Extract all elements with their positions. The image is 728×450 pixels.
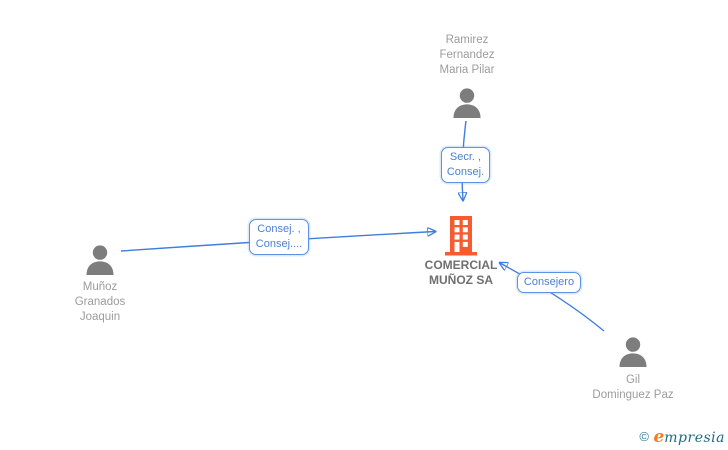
person-node-gil-name[interactable]: Gil Dominguez Paz [563, 373, 703, 403]
person-name-line: Muñoz [82, 281, 118, 293]
edge-label-secr-consej[interactable]: Secr. , Consej. [441, 147, 490, 183]
person-name-line: Fernandez [439, 49, 495, 61]
edge-label-consej-consej[interactable]: Consej. , Consej.... [249, 219, 309, 255]
copyright-icon: © [639, 429, 649, 444]
edge-line-gil-company [500, 263, 605, 332]
person-node-ramirez-name[interactable]: Ramirez Fernandez Maria Pilar [397, 33, 537, 78]
edge-label-line: Consej.... [255, 238, 303, 250]
person-name-line: Maria Pilar [439, 64, 495, 76]
person-icon[interactable] [84, 245, 116, 275]
company-name-line2: MUÑOZ SA [429, 273, 493, 287]
company-name-line1: COMERCIAL [424, 258, 498, 272]
person-icon[interactable] [617, 337, 649, 367]
person-icon[interactable] [451, 88, 483, 118]
logo-letter-e: e [653, 427, 665, 447]
person-node-munoz-name[interactable]: Muñoz Granados Joaquin [30, 280, 170, 325]
logo-brand-text: mpresia [664, 430, 725, 446]
person-name-line: Joaquin [79, 311, 121, 323]
building-icon [391, 216, 531, 256]
edge-label-line: Secr. , [449, 151, 482, 163]
person-name-line: Ramirez [445, 34, 489, 46]
edge-label-line: Consejero [523, 276, 575, 288]
person-name-line: Granados [74, 296, 126, 308]
company-node[interactable]: COMERCIAL MUÑOZ SA [391, 216, 531, 288]
edge-label-line: Consej. , [257, 223, 301, 235]
edge-label-line: Consej. [446, 166, 485, 178]
person-name-line: Gil [625, 374, 641, 386]
person-name-line: Dominguez Paz [592, 389, 674, 401]
edge-label-consejero[interactable]: Consejero [517, 272, 581, 293]
empresia-logo[interactable]: © empresia [639, 427, 725, 447]
